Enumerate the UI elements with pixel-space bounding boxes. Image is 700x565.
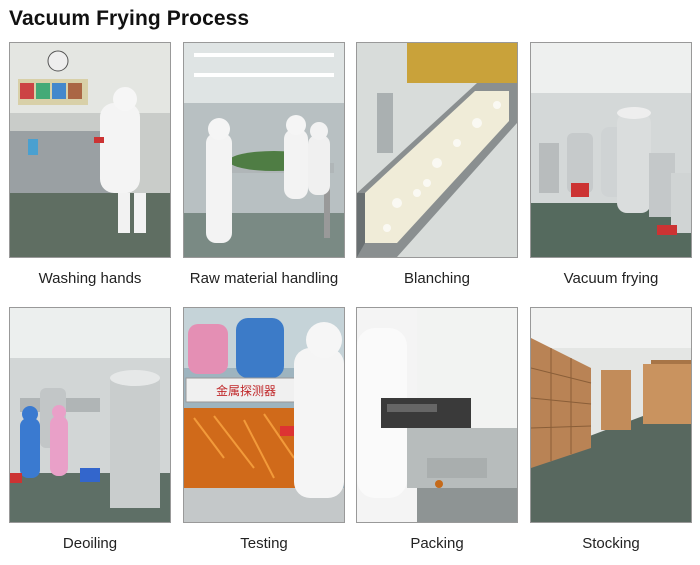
step-label: Raw material handling: [189, 270, 339, 287]
step-label: Deoiling: [62, 535, 118, 552]
raw-material-handling-photo: [183, 42, 345, 258]
step-label: Stocking: [582, 535, 640, 552]
step-blanching: Blanching: [356, 42, 518, 287]
step-packing: Packing: [356, 307, 518, 552]
packing-photo: [356, 307, 518, 523]
blanching-photo: [356, 42, 518, 258]
step-label: Vacuum frying: [563, 270, 659, 287]
step-label: Testing: [240, 535, 288, 552]
stocking-photo: [530, 307, 692, 523]
step-testing: 金属探测器 Testing: [183, 307, 345, 552]
washing-hands-photo: [9, 42, 171, 258]
step-raw-material-handling: Raw material handling: [183, 42, 345, 287]
step-label: Packing: [410, 535, 464, 552]
metal-detector-sign: 金属探测器: [216, 383, 276, 398]
step-label: Blanching: [404, 270, 470, 287]
step-label: Washing hands: [38, 270, 142, 287]
step-deoiling: Deoiling: [9, 307, 171, 552]
step-stocking: Stocking: [530, 307, 692, 552]
testing-photo: 金属探测器: [183, 307, 345, 523]
vacuum-frying-photo: [530, 42, 692, 258]
step-vacuum-frying: Vacuum frying: [530, 42, 692, 287]
deoiling-photo: [9, 307, 171, 523]
step-washing-hands: Washing hands: [9, 42, 171, 287]
page-title: Vacuum Frying Process: [9, 7, 250, 30]
